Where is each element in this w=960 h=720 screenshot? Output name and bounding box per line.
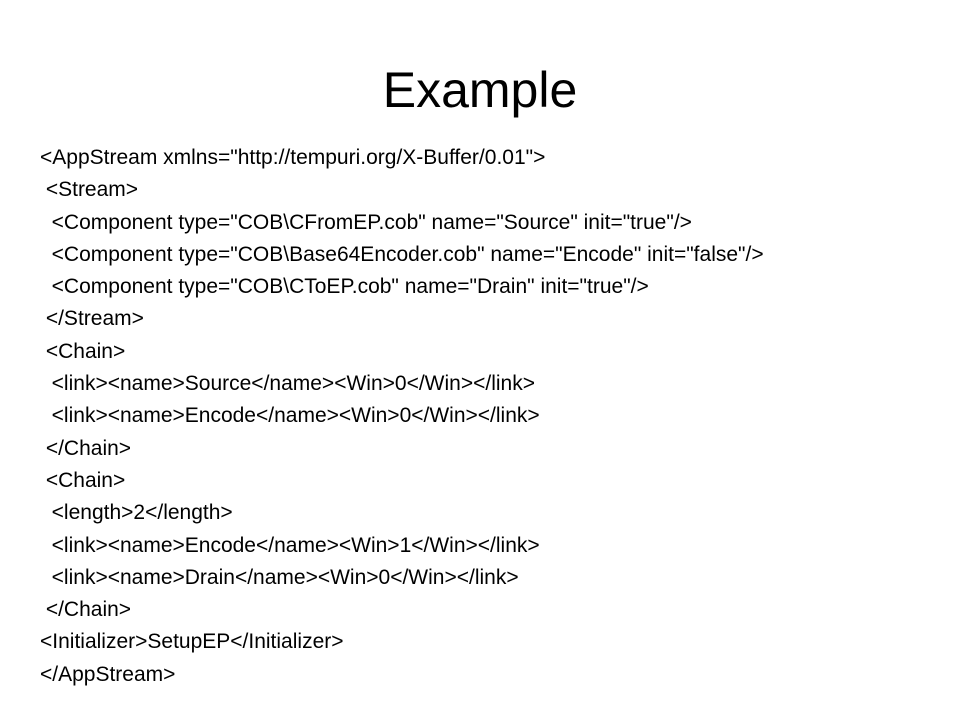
code-line: </AppStream> [40, 662, 176, 686]
code-line: <Component type="COB\CFromEP.cob" name="… [40, 210, 692, 234]
code-line: </Stream> [40, 307, 144, 331]
code-line: <Chain> [40, 339, 126, 363]
code-line: <Initializer>SetupEP</Initializer> [40, 630, 344, 654]
code-line: </Chain> [40, 436, 132, 460]
code-line: <Component type="COB\CToEP.cob" name="Dr… [40, 275, 649, 299]
code-line: <link><name>Source</name><Win>0</Win></l… [40, 372, 535, 396]
code-line: <Stream> [40, 178, 139, 202]
slide-title: Example [382, 62, 578, 118]
xml-code-block: <AppStream xmlns="http://tempuri.org/X-B… [40, 142, 940, 691]
code-line: <Component type="COB\Base64Encoder.cob" … [40, 242, 764, 266]
code-line: <link><name>Drain</name><Win>0</Win></li… [40, 565, 519, 589]
code-line: </Chain> [40, 598, 132, 622]
code-line: <link><name>Encode</name><Win>1</Win></l… [40, 533, 540, 557]
code-line: <AppStream xmlns="http://tempuri.org/X-B… [40, 146, 546, 169]
code-line: <length>2</length> [40, 501, 233, 525]
code-line: <link><name>Encode</name><Win>0</Win></l… [40, 404, 540, 428]
code-line: <Chain> [40, 468, 126, 492]
